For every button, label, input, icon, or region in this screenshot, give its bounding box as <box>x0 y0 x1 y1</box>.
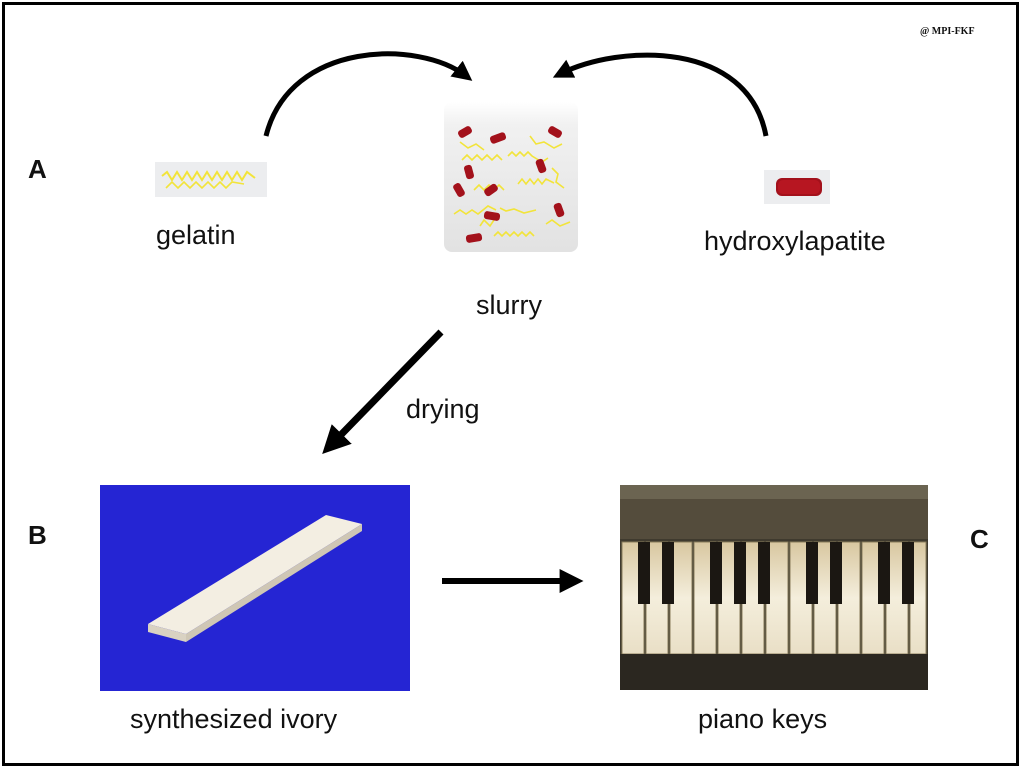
slurry-label: slurry <box>476 290 542 320</box>
piano-keys-photo <box>620 485 928 690</box>
panel-label-b: B <box>28 520 47 550</box>
arrow-gelatin-to-slurry <box>263 51 473 137</box>
arrow-hydroxylapatite-to-slurry <box>552 52 769 137</box>
panel-label-c: C <box>970 524 989 554</box>
particle-rod-icon <box>764 170 830 204</box>
arrow-drying <box>322 329 444 455</box>
synthesized-ivory-label: synthesized ivory <box>130 704 338 734</box>
copyright-text: @ MPI-FKF <box>920 26 975 37</box>
piano-keys-label: piano keys <box>698 704 828 734</box>
synthesized-ivory-photo <box>100 485 410 691</box>
hydroxylapatite-label: hydroxylapatite <box>704 226 886 256</box>
panel-label-a: A <box>28 154 47 184</box>
fiber-strand-icon <box>155 162 267 197</box>
drying-label: drying <box>406 394 480 424</box>
beaker-mixture-icon <box>444 102 578 252</box>
gelatin-label: gelatin <box>156 220 236 250</box>
